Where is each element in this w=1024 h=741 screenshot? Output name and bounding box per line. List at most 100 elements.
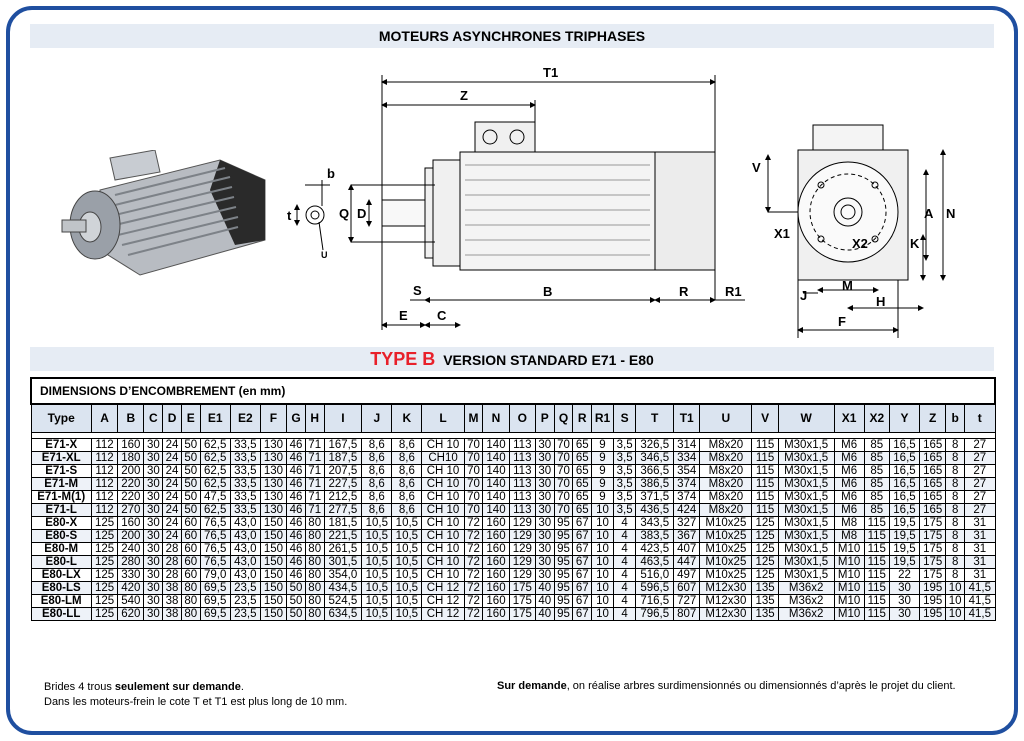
table-cell: 40	[534, 606, 555, 621]
table-cell: 70	[553, 437, 574, 452]
dim-label-m: M	[842, 278, 853, 293]
table-cell: 70	[463, 437, 484, 452]
table-cell: 165	[919, 437, 947, 452]
table-cell: 8	[945, 515, 966, 530]
table-cell: 140	[482, 502, 510, 517]
table-cell: CH 12	[421, 580, 465, 595]
table-cell: 8	[945, 502, 966, 517]
table-cell: 30	[143, 515, 164, 530]
table-cell: 85	[863, 463, 890, 478]
table-cell: 76,5	[199, 554, 231, 569]
table-cell: 10,5	[361, 567, 393, 582]
table-cell: 10	[945, 593, 966, 608]
table-header-cell: C	[143, 403, 164, 433]
table-cell: 160	[482, 515, 510, 530]
table-header-cell: B	[117, 403, 145, 433]
table-cell: 8	[945, 528, 966, 543]
table-cell: 4	[612, 528, 637, 543]
dim-label-x2: X2	[852, 236, 868, 251]
note-brides-bold: seulement sur demande	[114, 681, 241, 693]
table-cell: 4	[612, 593, 637, 608]
table-cell: 27	[964, 463, 996, 478]
table-cell: 10,5	[391, 528, 423, 543]
table-cell: 8,6	[391, 476, 423, 491]
table-cell: 70	[463, 502, 484, 517]
table-cell: 113	[508, 450, 536, 465]
table-cell: M8x20	[699, 437, 753, 452]
table-cell: 175	[919, 567, 947, 582]
table-cell: 95	[553, 606, 574, 621]
table-cell: 33,5	[229, 463, 261, 478]
dim-label-k: K	[910, 236, 920, 251]
table-cell: CH 10	[421, 528, 465, 543]
table-cell: M30x1,5	[777, 450, 835, 465]
table-cell: 140	[482, 489, 510, 504]
table-cell: 807	[673, 606, 701, 621]
dim-label-t1: T1	[543, 65, 558, 80]
table-cell: 80	[304, 541, 325, 556]
table-header-cell: U	[699, 403, 753, 433]
table-cell: 24	[162, 502, 182, 517]
table-cell: 16,5	[888, 489, 921, 504]
table-cell: 8,6	[361, 463, 393, 478]
table-cell: 72	[463, 515, 484, 530]
table-cell: 10,5	[361, 515, 393, 530]
table-cell: 125	[751, 554, 779, 569]
table-header-cell: X2	[863, 403, 890, 433]
table-cell: 596,5	[635, 580, 675, 595]
table-cell: M8	[833, 528, 865, 543]
table-cell: 24	[162, 476, 182, 491]
table-cell: 220	[117, 489, 145, 504]
table-cell: 634,5	[323, 606, 363, 621]
dim-label-b: b	[327, 166, 335, 181]
table-cell: 62,5	[199, 463, 231, 478]
motor-type-cell: E80-LX	[30, 567, 92, 582]
table-cell: 181,5	[323, 515, 363, 530]
table-header-cell: K	[391, 403, 423, 433]
notes-left: Brides 4 trous seulement sur demande. Da…	[44, 680, 347, 710]
motor-type-cell: E80-LM	[30, 593, 92, 608]
table-cell: 85	[863, 489, 890, 504]
table-cell: 407	[673, 541, 701, 556]
table-cell: 386,5	[635, 476, 675, 491]
table-cell: 30	[534, 528, 555, 543]
table-cell: 71	[304, 463, 325, 478]
table-cell: M36x2	[777, 580, 835, 595]
table-cell: 70	[553, 476, 574, 491]
table-cell: M30x1,5	[777, 567, 835, 582]
table-cell: 112	[90, 502, 119, 517]
table-cell: 112	[90, 463, 119, 478]
table-cell: 16,5	[888, 463, 921, 478]
table-cell: 67	[572, 593, 593, 608]
table-cell: 4	[612, 567, 637, 582]
table-cell: 280	[117, 554, 145, 569]
table-cell: 80	[304, 554, 325, 569]
table-cell: 165	[919, 463, 947, 478]
table-header-cell: F	[259, 403, 288, 433]
table-cell: 33,5	[229, 502, 261, 517]
table-cell: 80	[304, 528, 325, 543]
table-caption: DIMENSIONS D’ENCOMBREMENT (en mm)	[30, 377, 996, 405]
table-cell: 135	[751, 580, 779, 595]
table-cell: M10x25	[699, 554, 753, 569]
table-cell: 3,5	[612, 502, 637, 517]
table-cell: 434,5	[323, 580, 363, 595]
table-cell: 10	[591, 541, 614, 556]
table-cell: 4	[612, 515, 637, 530]
table-cell: 16,5	[888, 502, 921, 517]
table-cell: 10	[945, 580, 966, 595]
table-cell: 85	[863, 476, 890, 491]
table-cell: 60	[180, 541, 201, 556]
table-cell: 10	[591, 515, 614, 530]
table-cell: 516,0	[635, 567, 675, 582]
motor-type-cell: E71-X	[30, 437, 92, 452]
table-cell: 30	[143, 593, 164, 608]
table-cell: 130	[259, 476, 288, 491]
table-cell: M30x1,5	[777, 554, 835, 569]
table-cell: 30	[143, 567, 164, 582]
table-cell: 67	[572, 528, 593, 543]
